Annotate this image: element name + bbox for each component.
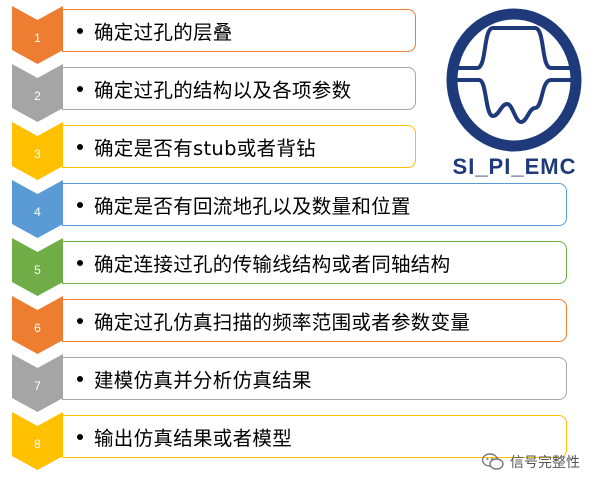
step-box: 确定过孔仿真扫描的频率范围或者参数变量 <box>62 299 567 342</box>
si-pi-emc-logo: SI_PI_EMC <box>417 8 612 180</box>
bullet-icon <box>77 317 83 324</box>
step-number: 1 <box>34 31 41 45</box>
step-label: 确定是否有stub或者背钻 <box>94 137 316 160</box>
watermark-text: 信号完整性 <box>510 455 580 471</box>
bullet-icon <box>77 27 83 34</box>
bullet-icon <box>77 201 83 208</box>
step-chevron: 1 <box>12 6 63 64</box>
step-label: 确定连接过孔的传输线结构或者同轴结构 <box>94 253 451 276</box>
bullet-icon <box>77 143 83 150</box>
step-box: 确定连接过孔的传输线结构或者同轴结构 <box>62 241 567 284</box>
bullet-icon <box>77 85 83 92</box>
logo-text: SI_PI_EMC <box>452 154 577 179</box>
bullet-icon <box>77 375 83 382</box>
step-box: 输出仿真结果或者模型 <box>62 415 567 458</box>
step-box: 确定是否有回流地孔以及数量和位置 <box>62 183 567 226</box>
watermark: 信号完整性 <box>481 452 580 472</box>
step-number: 6 <box>34 321 41 335</box>
step-chevron: 4 <box>12 180 63 238</box>
step-1: 1 确定过孔的层叠 <box>0 6 614 64</box>
step-box: 确定过孔的层叠 <box>62 9 416 52</box>
step-label: 确定过孔仿真扫描的频率范围或者参数变量 <box>94 311 471 334</box>
step-chevron: 6 <box>12 296 63 354</box>
logo-emblem-icon <box>446 8 582 152</box>
step-8: 8 输出仿真结果或者模型 <box>0 412 614 470</box>
step-box: 建模仿真并分析仿真结果 <box>62 357 567 400</box>
step-label: 输出仿真结果或者模型 <box>94 427 293 450</box>
step-label: 确定是否有回流地孔以及数量和位置 <box>94 195 411 218</box>
bullet-icon <box>77 433 83 440</box>
step-label: 确定过孔的结构以及各项参数 <box>94 79 352 102</box>
step-5: 5 确定连接过孔的传输线结构或者同轴结构 <box>0 238 614 296</box>
step-number: 2 <box>34 89 41 103</box>
step-number: 5 <box>34 263 41 277</box>
step-chevron: 3 <box>12 122 63 180</box>
step-box: 确定是否有stub或者背钻 <box>62 125 416 168</box>
step-number: 3 <box>34 147 41 161</box>
step-chevron: 5 <box>12 238 63 296</box>
step-4: 4 确定是否有回流地孔以及数量和位置 <box>0 180 614 238</box>
step-number: 8 <box>34 437 41 451</box>
step-label: 确定过孔的层叠 <box>94 21 233 44</box>
step-7: 7 建模仿真并分析仿真结果 <box>0 354 614 412</box>
wechat-icon <box>481 453 504 471</box>
step-chevron: 8 <box>12 412 63 470</box>
step-label: 建模仿真并分析仿真结果 <box>94 369 312 392</box>
step-6: 6 确定过孔仿真扫描的频率范围或者参数变量 <box>0 296 614 354</box>
step-chevron: 2 <box>12 64 63 122</box>
step-number: 7 <box>34 379 41 393</box>
step-box: 确定过孔的结构以及各项参数 <box>62 67 416 110</box>
step-2: 2 确定过孔的结构以及各项参数 <box>0 64 614 122</box>
bullet-icon <box>77 259 83 266</box>
step-chevron: 7 <box>12 354 63 412</box>
step-3: 3 确定是否有stub或者背钻 <box>0 122 614 180</box>
step-number: 4 <box>34 205 41 219</box>
